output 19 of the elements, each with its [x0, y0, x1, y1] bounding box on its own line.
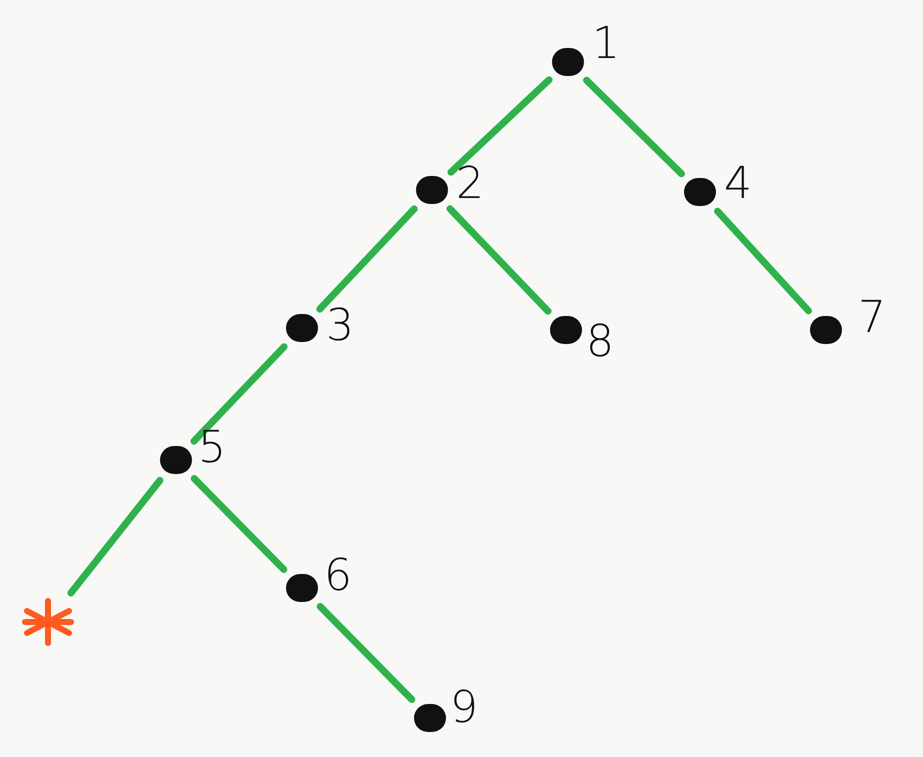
node-number: 9 — [450, 686, 478, 730]
connector-line — [316, 603, 416, 703]
connector-line — [447, 76, 553, 176]
connector-line — [316, 205, 418, 313]
node-number: 3 — [326, 304, 354, 348]
asterisk-mark — [21, 597, 75, 647]
connector-line — [190, 475, 288, 573]
connector-line — [190, 343, 288, 445]
node-number: 5 — [198, 426, 226, 470]
node-number: 6 — [324, 554, 352, 598]
connector-line — [583, 76, 685, 178]
node-number: 7 — [858, 296, 886, 340]
connector-line — [714, 208, 812, 314]
connector-line — [67, 476, 164, 596]
node-number: 4 — [724, 162, 752, 206]
node-number: 2 — [456, 162, 484, 206]
node-number: 8 — [586, 320, 614, 364]
connector-line — [446, 205, 552, 315]
node-number: 1 — [592, 22, 620, 66]
